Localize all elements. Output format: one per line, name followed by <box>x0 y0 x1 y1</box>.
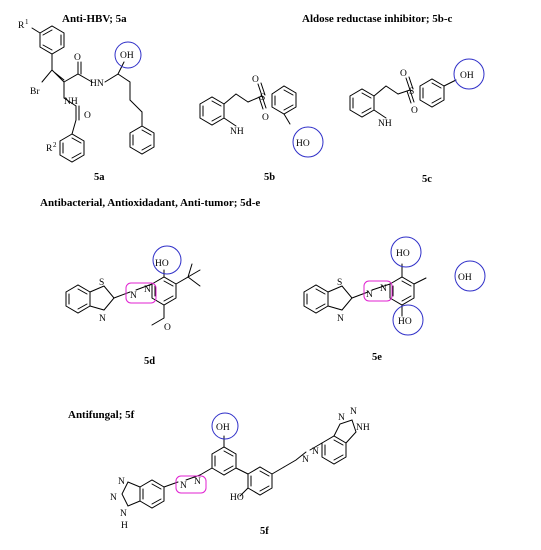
atom-oh-5f: OH <box>216 423 230 433</box>
structure-5c <box>349 76 457 119</box>
structure-5e <box>303 263 427 317</box>
atom-triazole-n1-left-5f: N <box>118 477 125 487</box>
atom-o-top-5b: O <box>252 75 259 85</box>
atom-ho-5d: HO <box>155 259 169 269</box>
hydroxyl-highlight-5e-right <box>454 260 486 292</box>
label-5c: 5c <box>422 174 432 185</box>
atom-triazole-h-left-5f: H <box>121 521 128 531</box>
atom-nh-5c: NH <box>378 119 392 129</box>
atom-o-bottom-5c: O <box>411 106 418 116</box>
heading-5a: Anti-HBV; 5a <box>62 13 127 25</box>
hydroxyl-highlight-5a <box>114 41 142 69</box>
atom-triazole-n2-left-5f: N <box>110 493 117 503</box>
atom-azo-n2-5d: N <box>144 285 151 295</box>
atom-nh-5b: NH <box>230 127 244 137</box>
azo-highlight-5d <box>125 282 157 304</box>
atom-triazole-nh-right-5f: NH <box>356 423 370 433</box>
hydroxyl-highlight-5b <box>292 126 324 158</box>
atom-s-5c: S <box>409 87 414 97</box>
atom-r2: R <box>46 144 53 154</box>
atom-r1-superscript: 1 <box>25 18 29 26</box>
atom-o2-5a: O <box>84 111 91 121</box>
structure-5d <box>65 263 201 326</box>
atom-azo-n1-5f: N <box>180 481 187 491</box>
label-5e: 5e <box>372 352 382 363</box>
atom-azo-n2-5f: N <box>194 477 201 487</box>
azo-highlight-5f <box>175 475 207 494</box>
atom-triazole-n3-left-5f: N <box>120 509 127 519</box>
structure-5a <box>31 25 155 163</box>
atom-s-5e: S <box>337 278 342 288</box>
hydroxyl-highlight-5d <box>152 245 182 275</box>
atom-o-top-5c: O <box>400 69 407 79</box>
label-5b: 5b <box>264 172 275 183</box>
atom-n-5e: N <box>337 314 344 324</box>
atom-azo-n1-5d: N <box>130 291 137 301</box>
atom-nh-5a: NH <box>64 97 78 107</box>
atom-s-5b: S <box>260 93 265 103</box>
atom-o-bottom-5b: O <box>262 113 269 123</box>
atom-ho-5b: HO <box>296 139 310 149</box>
label-5f: 5f <box>260 526 269 537</box>
hydroxyl-highlight-5c <box>453 58 485 90</box>
heading-5f: Antifungal; 5f <box>68 409 135 421</box>
atom-azo-n1-5e: N <box>366 290 373 300</box>
atom-r2-superscript: 2 <box>53 141 57 149</box>
atom-s-5d: S <box>99 278 104 288</box>
atom-r1: R <box>18 21 25 31</box>
atom-triazole-n2-right-5f: N <box>350 407 357 417</box>
hydroxyl-highlight-5e-bottom <box>392 304 424 336</box>
structure-5b <box>199 82 297 127</box>
atom-oh-5c: OH <box>460 71 474 81</box>
heading-5d-e: Antibacterial, Antioxidadant, Anti-tumor… <box>40 197 260 209</box>
hydroxyl-highlight-5f <box>211 412 239 440</box>
atom-n-5d: N <box>99 314 106 324</box>
hydroxyl-highlight-5e-top <box>390 236 422 268</box>
atom-oh-right-5e: OH <box>458 273 472 283</box>
atom-hn-5a: HN <box>90 79 104 89</box>
atom-o-methoxy-5d: O <box>164 323 171 333</box>
atom-azo-n3-5f: N <box>302 455 309 465</box>
atom-ho-bottom-5e: HO <box>398 317 412 327</box>
atom-azo-n2-5e: N <box>380 284 387 294</box>
heading-5b-c: Aldose reductase inhibitor; 5b-c <box>302 13 453 25</box>
structure-5f <box>121 419 357 509</box>
atom-oh-5a: OH <box>120 51 134 61</box>
label-5a: 5a <box>94 172 105 183</box>
azo-highlight-5e <box>363 280 393 302</box>
atom-triazole-n1-right-5f: N <box>338 413 345 423</box>
label-5d: 5d <box>144 356 155 367</box>
atom-azo-n4-5f: N <box>312 447 319 457</box>
atom-ho-top-5e: HO <box>396 249 410 259</box>
atom-o-5a: O <box>74 53 81 63</box>
atom-ho-5f: HO <box>230 493 244 503</box>
atom-br: Br <box>30 87 40 97</box>
